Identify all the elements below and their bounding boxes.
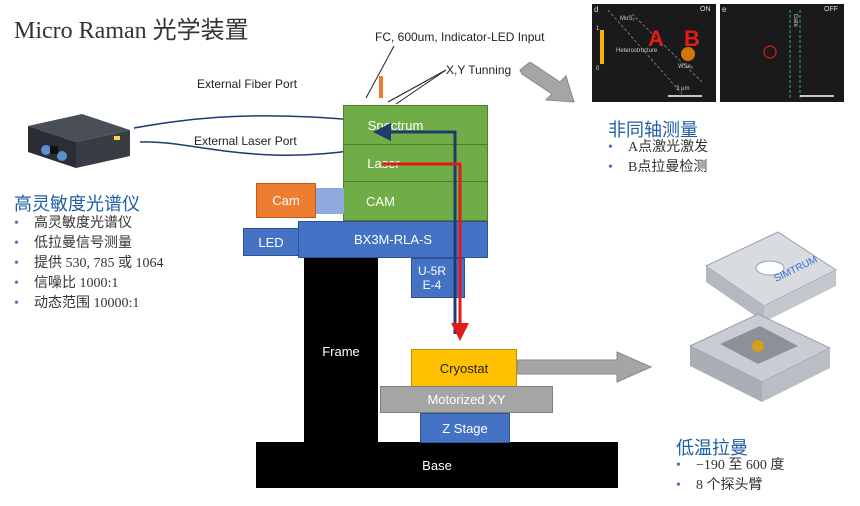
arrow-to-microscopy-icon	[519, 62, 575, 103]
frame-label: Frame	[322, 343, 360, 359]
cryo-raman-list: −190 至 600 度 8 个探头臂	[676, 456, 784, 496]
u5re-label: U-5RE-4	[418, 264, 447, 292]
cryostat-block: Cryostat	[411, 349, 517, 387]
list-item: 提供 530, 785 或 1064	[14, 254, 164, 274]
list-item: 低拉曼信号测量	[14, 234, 164, 254]
cryo-raman-heading: 低温拉曼	[676, 438, 748, 458]
panel-d-tag: ON	[700, 6, 711, 13]
external-fiber-port-label: External Fiber Port	[197, 77, 298, 91]
non-coaxial-list: A点激光激发 B点拉曼检测	[608, 138, 708, 178]
z-stage-label: Z Stage	[442, 420, 488, 436]
list-item: 8 个探头臂	[676, 476, 784, 496]
panel-e-label: e	[722, 5, 727, 14]
list-item: B点拉曼检测	[608, 158, 708, 178]
microscopy-map-d	[600, 9, 703, 97]
panel-d-label: d	[594, 5, 599, 14]
external-laser-port-label: External Laser Port	[194, 134, 297, 148]
cam-green-label: CAM	[366, 193, 395, 209]
arrow-to-stage-icon	[517, 351, 653, 383]
xy-tuning-label: X,Y Tunning	[446, 63, 512, 77]
base-block: Base	[256, 442, 618, 488]
z-stage-block: Z Stage	[420, 413, 510, 443]
scale-label: 3 μm	[676, 86, 690, 92]
led-label: LED	[258, 234, 284, 250]
motorized-xy-block: Motorized XY	[380, 386, 553, 413]
gate-label: Gate	[792, 14, 798, 28]
fc-port-label: FC, 600um, Indicator-LED Input	[375, 30, 545, 44]
list-item: −190 至 600 度	[676, 456, 784, 476]
mos2-label: MoS₂	[620, 16, 635, 22]
spectrometer-heading: 高灵敏度光谱仪	[14, 194, 140, 214]
microscopy-panel-e: e OFF Gate	[720, 4, 844, 102]
cryostat-label: Cryostat	[439, 360, 489, 376]
led-block: LED	[243, 228, 299, 256]
colorbar-min-label: 0	[596, 66, 600, 72]
microscopy-panel-d: d ON 1 0 MoS₂ Heterostructure WSe₂ 3 μm …	[592, 4, 716, 102]
cam-orange-label: Cam	[272, 193, 300, 208]
motorized-xy-label: Motorized XY	[427, 392, 506, 407]
point-b-label: B	[684, 26, 700, 51]
microscopy-map-e	[763, 10, 834, 100]
frame-column: Frame	[304, 258, 378, 444]
optical-path-arrows	[373, 123, 469, 341]
cryostat-stage-image: SIMTRUM	[688, 231, 838, 402]
wse2-label: WSe₂	[678, 64, 694, 70]
list-item: 高灵敏度光谱仪	[14, 214, 164, 234]
camera-adapter	[316, 188, 344, 214]
colorbar-max-label: 1	[596, 26, 600, 32]
page-title: Micro Raman 光学装置	[14, 18, 249, 44]
list-item: 动态范围 10000:1	[14, 294, 164, 314]
panel-e-tag: OFF	[824, 6, 838, 13]
base-label: Base	[422, 457, 452, 473]
bx3m-label: BX3M-RLA-S	[353, 232, 433, 247]
external-port-cables	[133, 115, 357, 156]
non-coaxial-heading: 非同轴测量	[608, 120, 698, 140]
point-a-label: A	[648, 26, 664, 51]
list-item: A点激光激发	[608, 138, 708, 158]
list-item: 信噪比 1000:1	[14, 274, 164, 294]
camera-block: Cam	[256, 183, 316, 218]
spectrometer-device-image	[28, 114, 130, 168]
cam-block: CAM	[343, 181, 488, 221]
spectrometer-feature-list: 高灵敏度光谱仪 低拉曼信号测量 提供 530, 785 或 1064 信噪比 1…	[14, 214, 164, 314]
heterostructure-label: Heterostructure	[616, 48, 658, 54]
